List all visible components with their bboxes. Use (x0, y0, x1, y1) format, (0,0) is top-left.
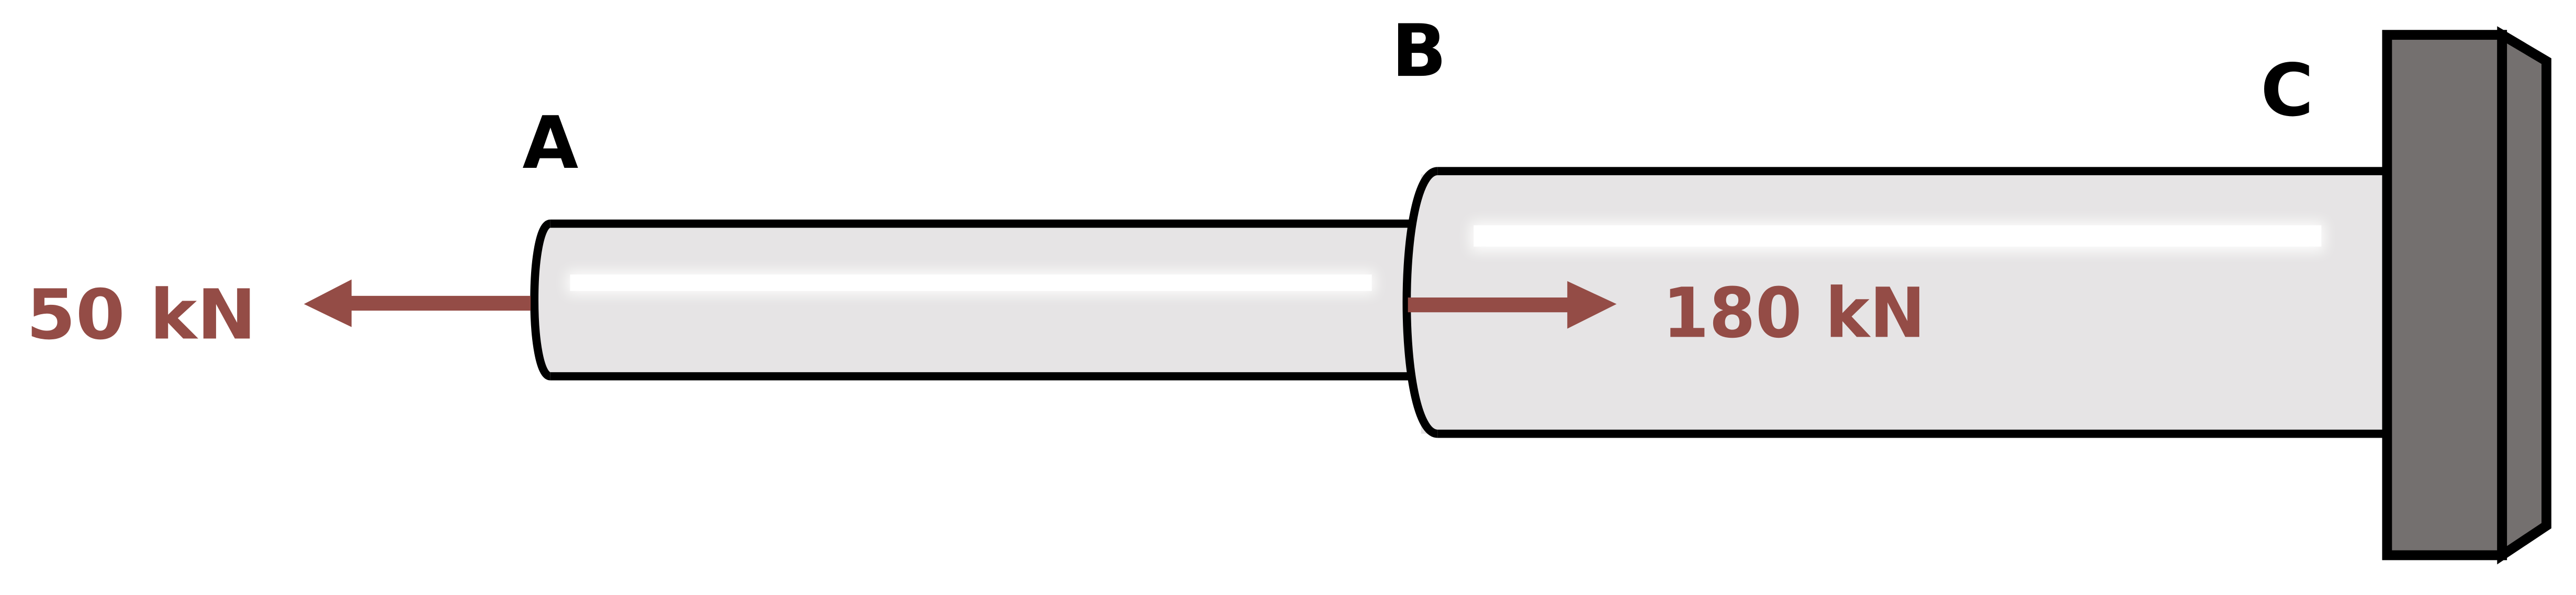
load-label-b: 180 kN (1662, 273, 1925, 353)
point-label-c: C (2260, 48, 2313, 132)
load-arrow-a (303, 279, 531, 327)
segment-ab (530, 219, 1423, 381)
load-label-a: 50 kN (26, 275, 256, 355)
load-arrow-b (1408, 281, 1617, 329)
fixed-wall-support (2382, 26, 2551, 565)
point-label-b: B (1391, 9, 1446, 93)
point-label-a: A (522, 101, 578, 185)
